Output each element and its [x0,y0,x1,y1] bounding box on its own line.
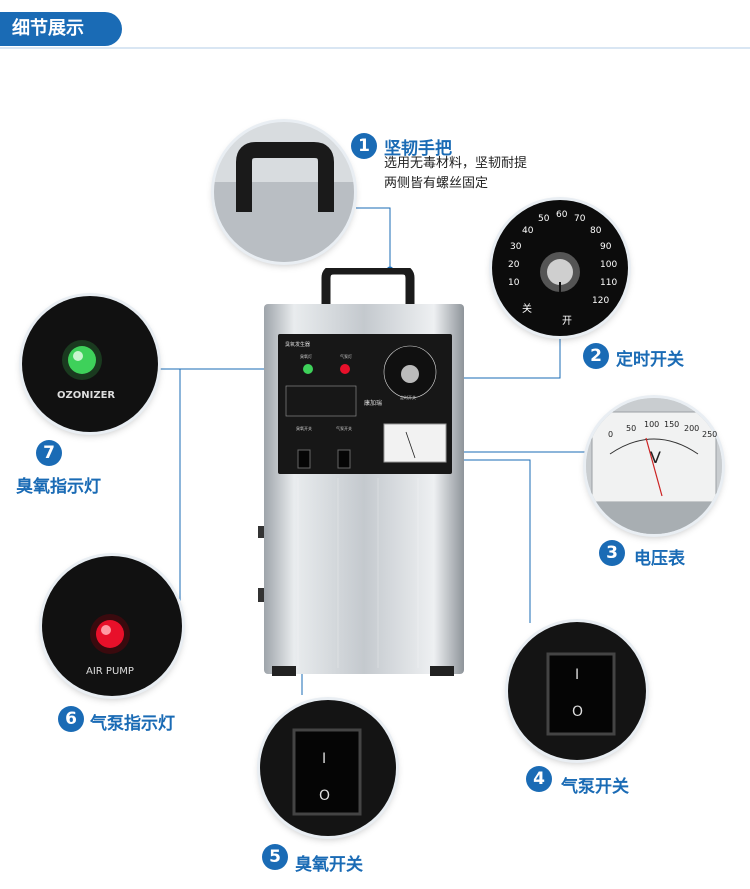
callout-6-title: 气泵指示灯 [90,714,175,734]
voltmeter-tick-250: 250 [702,430,718,439]
voltmeter-image [586,398,722,534]
callout-3-title: 电压表 [634,549,685,569]
timer-dial-image [540,252,580,292]
timer-tick-100: 100 [600,260,618,270]
callout-5-number: 5 [262,844,288,870]
ozone-switch-off-mark: O [319,788,331,804]
timer-close-label: 关 [522,304,532,315]
timer-detail-circle [492,200,628,336]
air-switch-label: 气泵开关 [336,426,352,431]
callout-3-number: 3 [599,540,625,566]
ozone-generator-device [258,268,464,676]
ozonizer-text: OZONIZER [57,390,116,401]
voltmeter-tick-100: 100 [644,420,660,429]
callout-4-title: 气泵开关 [561,777,629,797]
red-led-image [90,614,130,654]
timer-tick-70: 70 [574,214,586,224]
voltmeter-tick-50: 50 [626,424,637,433]
voltmeter-tick-200: 200 [684,424,700,433]
handle-detail-circle [214,122,354,262]
callout-5-title: 臭氧开关 [295,855,363,875]
callout-6-number: 6 [58,706,84,732]
line-voltmeter [452,451,589,490]
ozone-switch-on-mark: I [322,751,327,767]
voltmeter-tick-0: 0 [608,430,614,439]
timer-tick-90: 90 [600,242,612,252]
header-divider [0,47,750,49]
panel-title: 臭氧发生器 [285,342,311,348]
callout-7-number: 7 [36,440,62,466]
ozone-switch-image [292,728,362,816]
air-switch-on-mark: I [575,667,580,683]
air-switch-off-mark: O [572,704,584,720]
timer-open-label: 开 [562,316,572,327]
ozone-switch-detail-circle [260,700,396,836]
voltmeter-detail-circle [586,398,722,534]
line-timer [436,330,561,379]
green-led-image [62,340,102,380]
brand-label: 康加瑞 [364,400,383,407]
ozonizer-light-detail-circle [22,296,158,432]
callout-7-title: 臭氧指示灯 [16,477,101,497]
timer-tick-80: 80 [590,226,602,236]
callout-1-desc-line-1: 选用无毒材料，坚韧耐提 [384,156,528,171]
voltmeter-tick-150: 150 [664,420,680,429]
timer-tick-60: 60 [556,210,568,220]
ozone-switch-label: 臭氧开关 [296,426,312,431]
timer-tick-40: 40 [522,226,534,236]
voltmeter-unit: V [650,448,661,467]
callout-1-title: 坚韧手把 [384,139,452,159]
air-switch-image [546,652,616,736]
section-title-tab: 细节展示 [0,12,122,46]
air-light-label: 气泵灯 [340,354,352,359]
ozone-light-label: 臭氧灯 [300,354,312,359]
timer-tick-30: 30 [510,242,522,252]
callout-4-number: 4 [526,766,552,792]
timer-tick-110: 110 [600,278,618,288]
callout-1-desc-line-2: 两侧皆有螺丝固定 [384,176,489,191]
callout-1-number: 1 [351,133,377,159]
air-pump-light-detail-circle [42,556,182,696]
handle-image [214,122,354,262]
timer-tick-50: 50 [538,214,550,224]
line-handle [356,207,391,270]
timer-tick-20: 20 [508,260,520,270]
callout-2-number: 2 [583,343,609,369]
air-pump-text: AIR PUMP [86,666,134,677]
air-pump-switch-detail-circle [508,622,646,760]
timer-label: 定时开关 [400,395,416,400]
timer-tick-120: 120 [592,296,610,306]
timer-tick-10: 10 [508,278,520,288]
callout-2-title: 定时开关 [616,350,684,370]
